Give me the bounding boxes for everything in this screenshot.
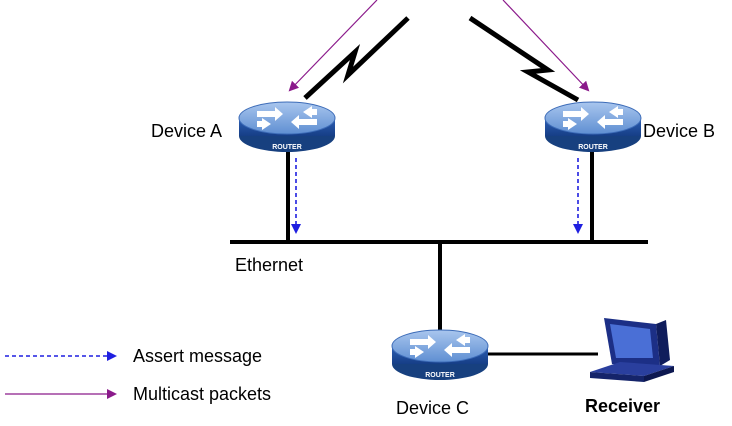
- router-a-text: ROUTER: [272, 144, 302, 151]
- device-a-label: Device A: [151, 121, 222, 141]
- multicast-arrow-b: [502, 0, 590, 92]
- router-b-text: ROUTER: [578, 144, 608, 151]
- device-c-label: Device C: [396, 398, 469, 418]
- router-c-text: ROUTER: [425, 372, 455, 379]
- ethernet-label: Ethernet: [235, 255, 303, 275]
- receiver-label: Receiver: [585, 396, 660, 416]
- router-icon[interactable]: ROUTER: [391, 329, 489, 381]
- multicast-arrow-a: [288, 0, 378, 92]
- legend-multicast-label: Multicast packets: [133, 384, 271, 404]
- pc-icon[interactable]: [590, 318, 674, 382]
- upstream-link-a: [303, 16, 410, 100]
- upstream-link-b: [468, 15, 580, 103]
- device-b-label: Device B: [643, 121, 715, 141]
- legend-assert-label: Assert message: [133, 346, 262, 366]
- router-icon[interactable]: ROUTER: [238, 101, 336, 153]
- router-icon[interactable]: ROUTER: [544, 101, 642, 153]
